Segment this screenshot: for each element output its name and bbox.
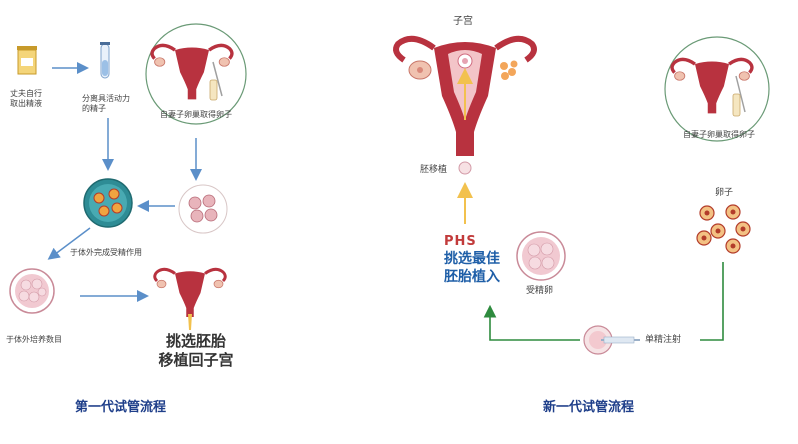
eggs-icon-right: [696, 204, 751, 254]
ovary-label-left: 自妻子卵巢取得卵子: [160, 110, 232, 119]
sperm-label-line1: 分离具活动力: [82, 94, 130, 103]
title-new-gen: 新一代试管流程: [543, 400, 635, 415]
egg-label: 卵子: [715, 188, 734, 198]
green-line-right: [700, 262, 724, 341]
arrow-dish-to-culture: [47, 227, 91, 260]
test-tube-icon: [100, 42, 110, 79]
uterus-label: 子宫: [453, 16, 473, 27]
fertilized-egg-label: 受精卵: [526, 286, 554, 296]
select-best-line2: 胚胎植入: [444, 269, 500, 285]
title-first-gen: 第一代试管流程: [75, 400, 167, 415]
watermark: PHS: [444, 234, 477, 249]
embryo-dot: [458, 161, 472, 175]
icsi-label: 单精注射: [645, 335, 682, 345]
needle-icon: [212, 61, 223, 97]
sample-cup-icon: [17, 46, 37, 75]
transfer-label: 胚移植: [420, 165, 448, 175]
green-arrow-up: [483, 304, 580, 341]
ovary-label-right: 自妻子卵巢取得卵子: [683, 130, 755, 139]
select-embryo-line1: 挑选胚胎: [165, 332, 226, 350]
husband-label-line2: 取出精液: [10, 99, 42, 108]
uterus-icon-left: [153, 267, 227, 319]
sperm-label-line2: 的精子: [82, 104, 106, 113]
husband-label: 丈夫自行 取出精液: [10, 89, 42, 109]
select-best-line1: 挑选最佳: [444, 251, 500, 267]
select-embryo-left: 挑选胚胎 移植回子宫: [146, 332, 246, 370]
sperm-label: 分离具活动力 的精子: [82, 94, 130, 114]
husband-label-line1: 丈夫自行: [10, 89, 42, 98]
select-best-embryo: 挑选最佳 胚胎植入: [436, 250, 508, 286]
culture-label: 于体外培养数目: [6, 335, 62, 344]
fertilize-label: 于体外完成受精作用: [70, 248, 142, 257]
eggs-dish-left: [178, 184, 228, 234]
select-embryo-line2: 移植回子宫: [158, 351, 234, 369]
